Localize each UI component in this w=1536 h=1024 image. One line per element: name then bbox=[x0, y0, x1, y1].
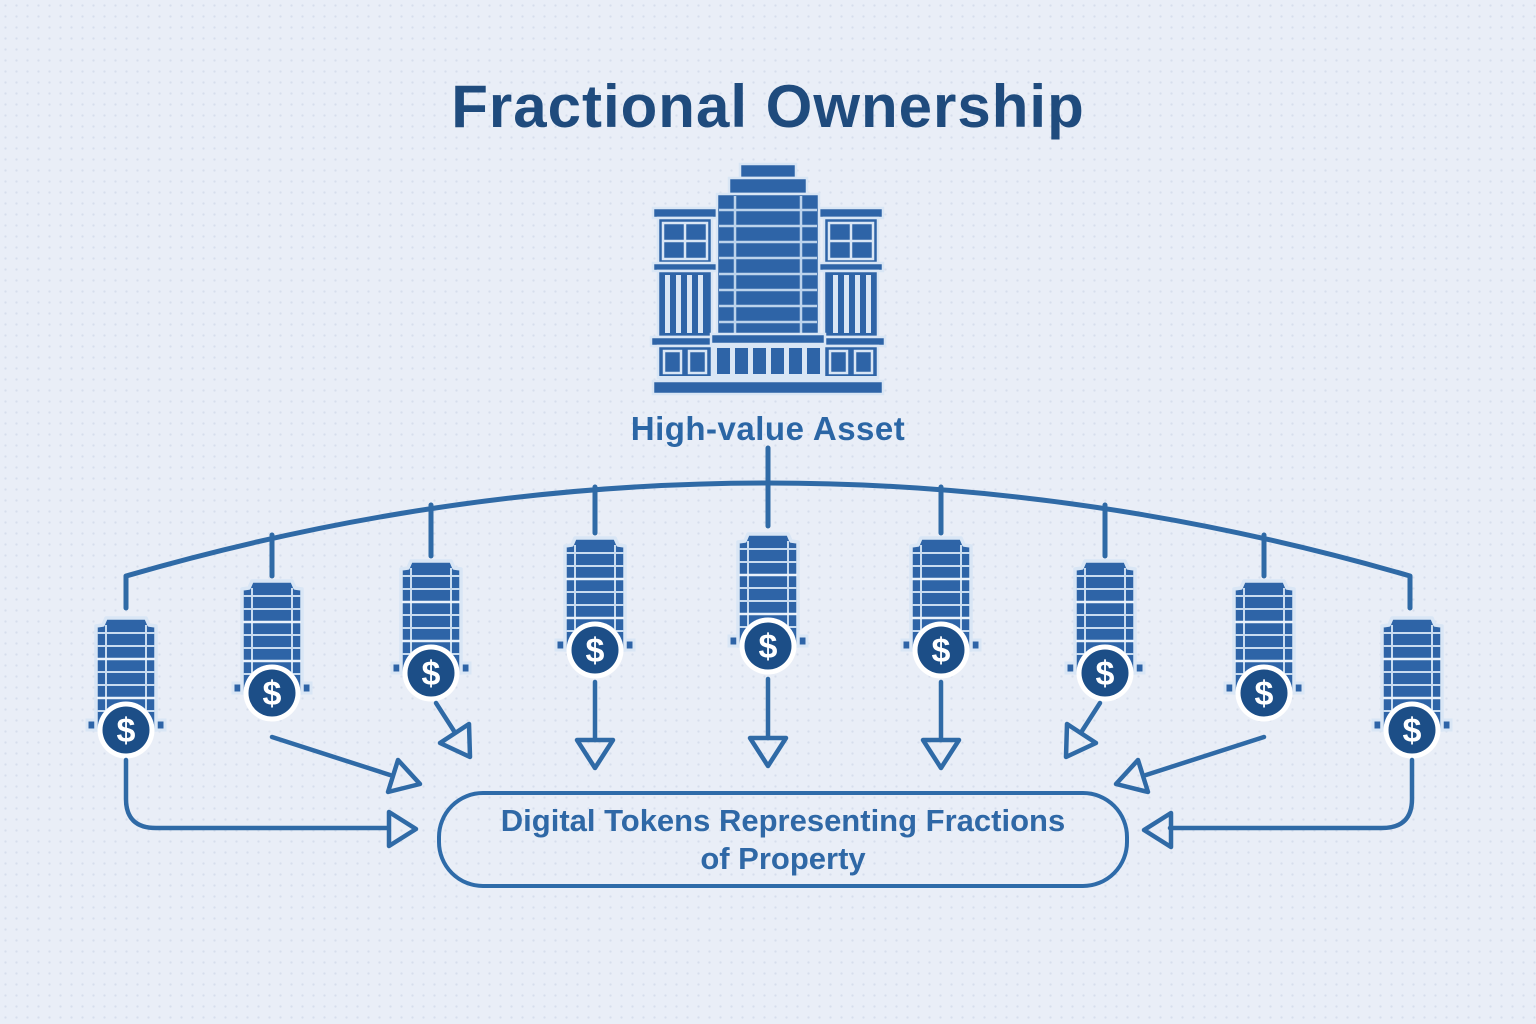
token-icon-2 bbox=[231, 579, 313, 724]
arrow-token-9 bbox=[1141, 757, 1415, 850]
token-icon-4 bbox=[554, 536, 636, 681]
arrow-token-4 bbox=[574, 679, 616, 771]
digital-tokens-box: Digital Tokens Representing Fractions of… bbox=[437, 791, 1129, 888]
diagram-title: Fractional Ownership bbox=[451, 73, 1085, 140]
token-icon-7 bbox=[1064, 559, 1146, 704]
token-icon-1 bbox=[85, 616, 167, 761]
arrow-token-7 bbox=[1063, 700, 1103, 760]
building-right-wing bbox=[815, 206, 887, 380]
asset-label: High-value Asset bbox=[630, 410, 906, 447]
token-icon-6 bbox=[900, 536, 982, 681]
building-left-wing bbox=[649, 206, 721, 380]
distribution-arc bbox=[123, 445, 1413, 611]
arrow-token-5 bbox=[747, 676, 789, 769]
arrow-token-1 bbox=[123, 757, 419, 849]
arrow-token-2 bbox=[269, 734, 423, 795]
tokens-box-label-line1: Digital Tokens Representing Fractions bbox=[500, 803, 1066, 839]
arrow-token-6 bbox=[920, 679, 962, 771]
arrow-token-8 bbox=[1113, 734, 1267, 795]
token-icon-3 bbox=[390, 559, 472, 704]
token-icon-5 bbox=[727, 532, 809, 677]
main-building-icon bbox=[649, 162, 887, 396]
token-icon-8 bbox=[1223, 579, 1305, 724]
tokens-box-label-line2: of Property bbox=[700, 840, 866, 876]
arrow-token-3 bbox=[433, 700, 473, 760]
token-arrows bbox=[123, 676, 1415, 850]
token-icon-9 bbox=[1371, 616, 1453, 761]
